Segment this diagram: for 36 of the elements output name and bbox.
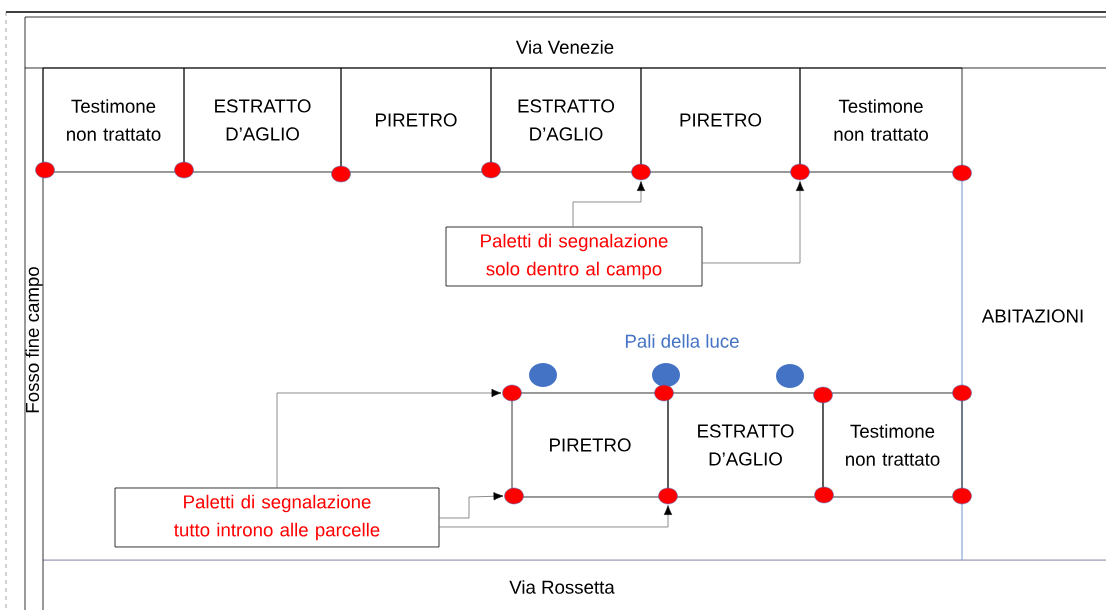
leader-arrow [572,181,646,227]
marker-dot [813,386,833,404]
leader-arrow [439,505,673,528]
callout-box: Paletti di segnalazione solo dentro al campo [445,226,703,287]
marker-dot [502,384,522,402]
marker-dot [790,163,810,181]
plot-box: Testimone non trattato [42,67,185,173]
marker-dot [952,164,972,182]
marker-dot [658,487,678,505]
road-label: Via Rossetta [509,580,615,594]
marker-dot [174,161,194,179]
plot-box: ESTRATTO D’AGLIO [490,67,642,173]
marker-dot [481,161,501,179]
plot-box: ESTRATTO D’AGLIO [667,392,824,498]
plot-box: PIRETRO [640,67,801,173]
marker-dot [35,161,55,179]
marker-dot [814,486,834,504]
callout-box: Paletti di segnalazione tutto introno alle parcelle [114,487,440,548]
road-label: Via Venezie [515,40,614,54]
plot-box: PIRETRO [340,67,492,173]
marker-dot [952,487,972,505]
leader-arrow [439,492,504,519]
plot-box: Testimone non trattato [822,392,963,498]
plot-box: ESTRATTO D’AGLIO [183,67,342,173]
marker-dot [952,384,972,402]
plot-box: PIRETRO [511,392,669,498]
leader-arrow [702,181,805,264]
pole-label: Pali della luce [625,334,739,348]
plot-box: Testimone non trattato [799,67,963,173]
ditch-label: Fosso fine campo [25,267,43,413]
marker-dot [631,163,651,181]
marker-dot [504,487,524,505]
marker-dot [654,384,674,402]
houses-label: ABITAZIONI [981,309,1083,323]
marker-dot [331,165,351,183]
leader-arrow [276,388,502,488]
